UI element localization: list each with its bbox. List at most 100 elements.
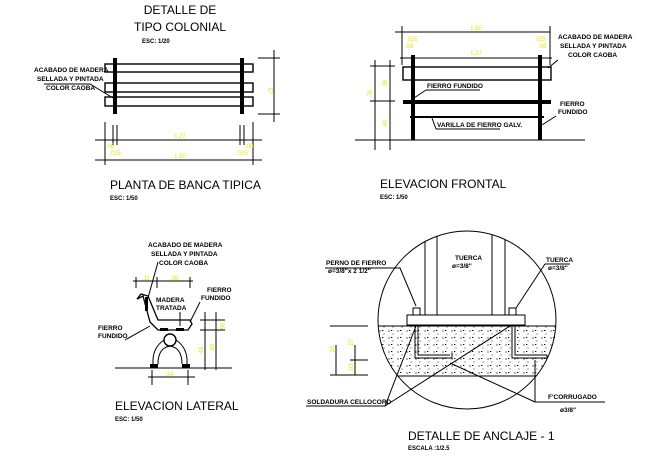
label-cast-iron: FUNDIDO (558, 109, 588, 116)
lateral-note: SELLADA Y PINTADA (151, 251, 218, 258)
dim-h1: .43 (199, 346, 205, 355)
leg-ring (163, 333, 177, 347)
anchor-bolt (414, 326, 548, 359)
label-cast-iron: FIERRO (207, 287, 232, 294)
label-cast-iron: FIERRO (560, 101, 585, 108)
leader-line (306, 325, 511, 407)
crossbar (403, 100, 551, 104)
dim-upper: .36 (383, 79, 389, 88)
dim-seat: .38 (170, 276, 179, 282)
dim-inner: 1.27 (174, 134, 186, 140)
dim-height: .76 (368, 89, 374, 98)
nut (412, 307, 421, 316)
leader-line (547, 59, 559, 69)
dimension-lines (258, 50, 280, 122)
leader-line (325, 267, 417, 307)
base-plate (406, 314, 526, 326)
foot (182, 364, 190, 368)
dimension-lines (330, 325, 368, 376)
dim-side-left: .08 (405, 44, 414, 50)
dimension-lines (200, 312, 225, 370)
dim-edge-right: .025 (534, 37, 546, 43)
dim-thick: .05 (218, 321, 224, 330)
bench-leg (113, 58, 117, 114)
detail-circle (377, 230, 557, 410)
label-treated-wood: TRATADA (156, 305, 187, 312)
front-note: SELLADA Y PINTADA (560, 43, 627, 50)
leader-line (44, 83, 114, 99)
seat-slat (160, 328, 168, 331)
plan-title: PLANTA DE BANCA TIPICA (110, 178, 261, 192)
plan-view: DETALLE DE TIPO COLONIAL ESC: 1/20 ACABA… (34, 3, 280, 202)
dim-total: .10 (330, 345, 336, 354)
galvanized-rod (410, 116, 544, 118)
label-nut: TUERCA (455, 255, 482, 262)
label-cast-iron: FIERRO (98, 325, 123, 332)
label-treated-wood: MADERA (156, 297, 185, 304)
label-rebar: F'CORRUGADO (548, 394, 597, 401)
label-cast-iron: FIERRO FUNDIDO (427, 83, 483, 90)
cast-iron-leg (538, 55, 542, 140)
detail-title-line2: TIPO COLONIAL (134, 20, 226, 34)
dim-lower: .03 (349, 363, 355, 372)
plan-scale: ESC: 1/50 (110, 196, 138, 202)
label-nut: TUERCA (546, 257, 573, 264)
label-bolt: ø=3/8"x 2 1/2" (328, 268, 371, 275)
dimension-lines (95, 122, 262, 165)
label-nut: ø=3/8" (452, 263, 472, 270)
front-note: ACABADO DE MADERA (558, 34, 633, 41)
leader-line (124, 325, 151, 341)
dim-side-right: .08 (245, 144, 254, 150)
leader-line (431, 117, 500, 130)
bench-profile (136, 293, 193, 331)
label-bolt: PERNO DE FIERRO (326, 260, 386, 267)
dimension-lines (370, 60, 395, 150)
label-galvanized-rod: VARILLA DE FIERRO GALV. (437, 122, 522, 129)
front-elevation: 1.50 1.27 .025 .08 .025 .08 .76 .36 .40 … (355, 26, 633, 201)
dim-upper: .07 (349, 338, 355, 347)
cast-iron-leg (152, 339, 188, 365)
backrest-slat (145, 297, 148, 311)
bench-plank (104, 63, 254, 73)
bench-plank (104, 82, 254, 93)
foot (150, 364, 158, 368)
detail-title-line1: DETALLE DE (144, 3, 216, 17)
lateral-scale: ESC: 1/50 (115, 417, 143, 423)
dim-h2: .40 (210, 343, 216, 352)
dim-base: .34 (165, 372, 174, 378)
leader-line (541, 115, 557, 126)
plan-note: ACABADO DE MADERA (34, 67, 109, 74)
plan-note: SELLADA Y PINTADA (37, 76, 104, 83)
seat-plank (402, 66, 552, 81)
lateral-title: ELEVACION LATERAL (115, 399, 239, 413)
label-cast-iron: FUNDIDO (201, 295, 231, 302)
nut (508, 307, 517, 316)
seat-slat (176, 328, 184, 331)
dim-edge-left: .025 (109, 151, 121, 157)
dim-back: .11 (142, 276, 151, 282)
dim-edge-right: .025 (236, 151, 248, 157)
dim-total: 1.50 (174, 154, 186, 160)
leader-line (413, 89, 480, 99)
label-nut: ø=3/8" (548, 265, 568, 272)
leader-line (449, 360, 605, 403)
lateral-note: ACABADO DE MADERA (148, 242, 223, 249)
side-elevation: ACABADO DE MADERA SELLADA Y PINTADA COLO… (98, 242, 239, 423)
dimension-lines (395, 26, 552, 65)
dim-total: 1.50 (470, 26, 482, 32)
leader-line (189, 301, 201, 323)
front-title: ELEVACION FRONTAL (380, 177, 507, 191)
anchor-detail: .10 .07 .03 TUERCA ø=3/8" TUERCA ø=3/8" … (306, 230, 605, 452)
dimension-lines (148, 370, 195, 385)
detail-scale: ESC: 1/20 (142, 39, 170, 45)
leader-line (515, 263, 570, 309)
cast-iron-leg (411, 55, 415, 140)
post (424, 231, 506, 315)
bench-plank (104, 96, 254, 107)
dim-lower: .40 (383, 119, 389, 128)
anchor-scale: ESCALA :1/2.5 (408, 446, 450, 452)
plan-note: COLOR CAOBA (46, 85, 95, 92)
dim-depth: .57 (266, 86, 272, 95)
